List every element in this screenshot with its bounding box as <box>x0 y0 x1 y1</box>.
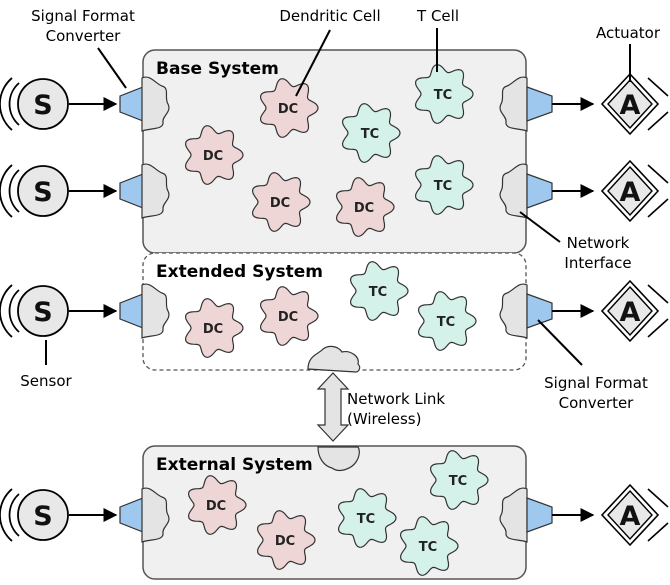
sensor-label: Sensor <box>20 372 72 390</box>
dendritic-cell: DC <box>259 78 319 138</box>
network-link-arrow <box>316 372 350 442</box>
cell-label: TC <box>357 512 375 527</box>
cell-label: DC <box>278 310 298 325</box>
network-interface <box>499 487 528 543</box>
cell-label: TC <box>361 127 379 142</box>
cell-label: TC <box>434 179 452 194</box>
network-interface <box>141 163 170 219</box>
sensor-symbol: S <box>33 501 52 532</box>
dendritic-cell: DC <box>184 298 244 358</box>
dendritic-cell: DC <box>251 172 311 232</box>
external-system-title: External System <box>156 455 313 475</box>
sensor-symbol: S <box>33 177 52 208</box>
sensor: S <box>0 488 69 542</box>
network-interface-link-bottom <box>317 446 360 472</box>
actuator-label: Actuator <box>596 24 661 42</box>
cell-label: TC <box>434 88 452 103</box>
t-cell: TC <box>417 291 477 351</box>
dendritic-cell-label: Dendritic Cell <box>279 7 380 25</box>
actuator: A <box>600 279 669 343</box>
network-interface <box>141 283 170 339</box>
sensor-symbol: S <box>33 90 52 121</box>
t-cell: TC <box>429 450 489 510</box>
base-system-title: Base System <box>156 59 279 79</box>
cell-label: DC <box>270 196 290 211</box>
network-interface <box>499 283 528 339</box>
cells-layer: DC DC DC DC TC TC TC DC DC TC TC DC DC TC TC TC <box>184 64 489 576</box>
cell-label: DC <box>278 102 298 117</box>
network-link-label: Network Link(Wireless) <box>347 390 445 428</box>
extended-system-title: Extended System <box>156 262 323 282</box>
t-cell: TC <box>337 488 397 548</box>
signal-format-converter <box>526 173 553 209</box>
io-layer: S A S A S A S A <box>0 72 669 547</box>
cell-label: TC <box>419 540 437 555</box>
t-cell: TC <box>341 103 401 163</box>
t-cell-label: T Cell <box>416 7 459 25</box>
signal-format-converter <box>526 293 553 329</box>
t-cell: TC <box>349 261 409 321</box>
actuator: A <box>600 159 669 223</box>
dendritic-cell: DC <box>256 510 316 570</box>
cell-label: TC <box>449 474 467 489</box>
network-interface <box>141 76 170 132</box>
dendritic-cell: DC <box>187 475 247 535</box>
cell-label: DC <box>206 499 226 514</box>
signal-format-converter <box>119 497 144 533</box>
network-interface <box>141 487 170 543</box>
sensor: S <box>0 77 69 131</box>
dendritic-cell: DC <box>335 177 395 237</box>
actuator-symbol: A <box>620 297 641 328</box>
cell-label: DC <box>203 149 223 164</box>
cell-label: TC <box>369 285 387 300</box>
signal-format-converter <box>526 86 553 122</box>
actuator-symbol: A <box>620 177 641 208</box>
dendritic-cell: DC <box>259 286 319 346</box>
sensor-symbol: S <box>33 297 52 328</box>
actuator-symbol: A <box>620 501 641 532</box>
network-interface-link-top <box>307 345 361 373</box>
cell-label: DC <box>275 534 295 549</box>
t-cell: TC <box>399 516 459 576</box>
actuator: A <box>600 483 669 547</box>
sensor: S <box>0 164 69 218</box>
cell-label: DC <box>203 322 223 337</box>
network-interface <box>499 76 528 132</box>
signal-format-converter <box>119 293 144 329</box>
t-cell: TC <box>414 155 474 215</box>
t-cell: TC <box>414 64 474 124</box>
cell-label: TC <box>437 315 455 330</box>
actuator-symbol: A <box>620 90 641 121</box>
sensor: S <box>0 284 69 338</box>
signal-format-converter <box>119 173 144 209</box>
dendritic-cell: DC <box>184 125 244 185</box>
callout-lines <box>45 28 631 366</box>
network-interface <box>499 163 528 219</box>
actuator: A <box>600 72 669 136</box>
signal-format-converter <box>119 86 144 122</box>
signal-format-converter <box>526 497 553 533</box>
cell-label: DC <box>354 201 374 216</box>
